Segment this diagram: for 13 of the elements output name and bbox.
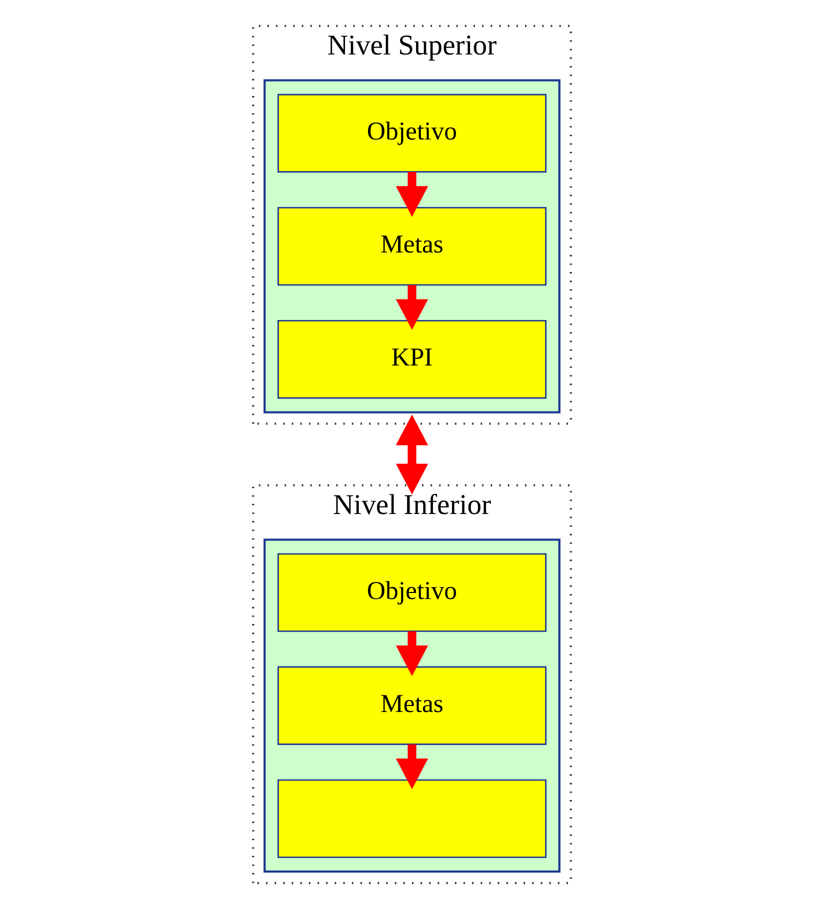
node-box: Objetivo (277, 553, 546, 632)
node-box: Objetivo (277, 94, 546, 173)
arrow (395, 172, 428, 217)
arrow (395, 414, 428, 494)
arrow (395, 744, 428, 790)
arrow (395, 631, 428, 676)
node-box (277, 779, 546, 858)
node-box: Metas (277, 206, 546, 286)
cluster (263, 538, 560, 873)
arrow (395, 285, 428, 330)
cluster (263, 79, 560, 414)
node-box: Metas (277, 666, 546, 745)
node-box: KPI (277, 320, 546, 399)
